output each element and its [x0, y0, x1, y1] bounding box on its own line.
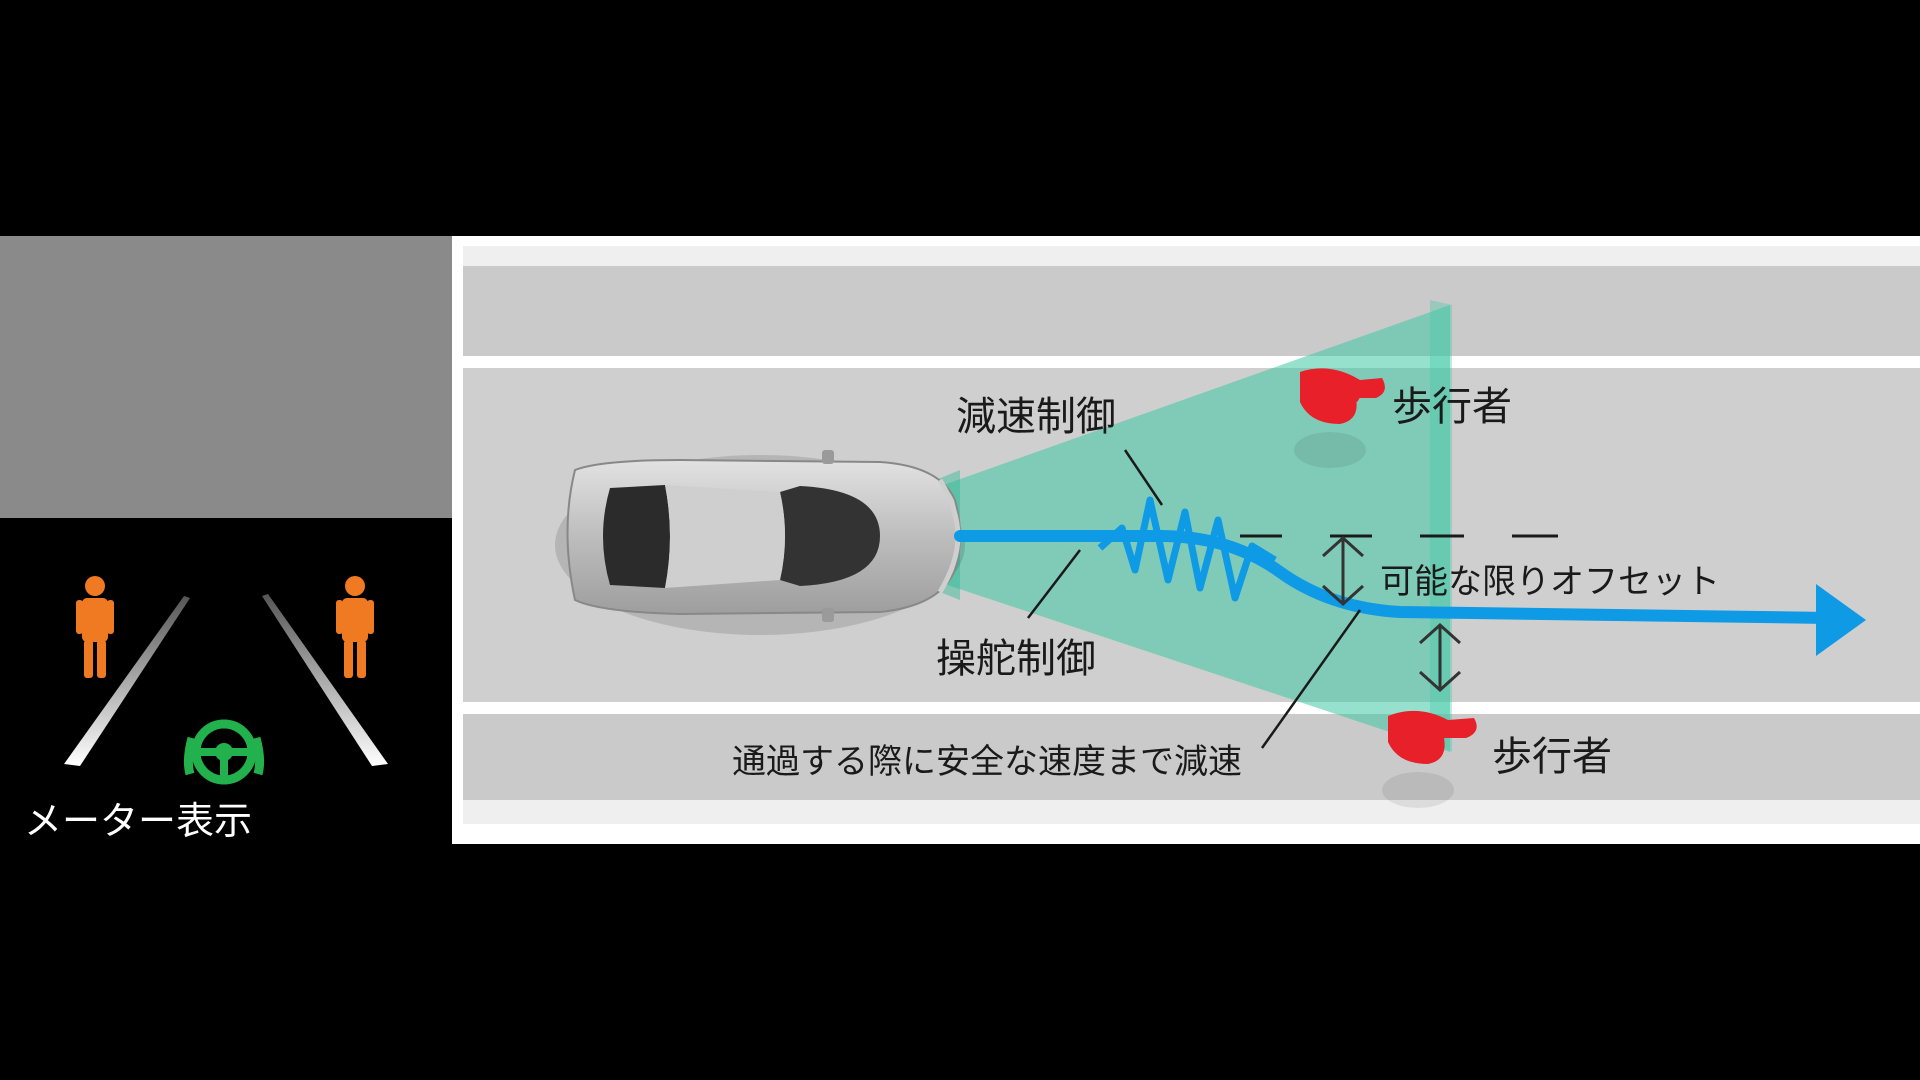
- sidewalk-top: [463, 266, 1920, 356]
- lane-line-bottom: [463, 702, 1920, 714]
- person-icon: [76, 576, 114, 678]
- deceleration-control-label: 減速制御: [956, 394, 1116, 440]
- arrow-right-icon: [1816, 584, 1866, 656]
- car-top-view: [555, 450, 965, 635]
- pedestrian-bottom: [1382, 710, 1477, 808]
- meter-display-label: メーター表示: [24, 799, 253, 843]
- steering-assist-icon: [183, 719, 265, 785]
- sidewalk-bottom: [463, 714, 1920, 800]
- pedestrian-top-label: 歩行者: [1392, 384, 1512, 430]
- road-curb-top: [463, 246, 1920, 266]
- person-icon: [336, 576, 374, 678]
- double-arrow-vertical-icon: [1321, 535, 1462, 693]
- pedestrian-top: [1294, 368, 1385, 468]
- lane-line-top: [463, 356, 1920, 368]
- vehicle-path: [954, 496, 1866, 656]
- meter-panel-top: [0, 236, 452, 518]
- meter-panel: [0, 518, 452, 844]
- pedestrian-bottom-label: 歩行者: [1492, 734, 1612, 780]
- offset-label: 可能な限りオフセット: [1380, 562, 1720, 602]
- road-curb-bottom: [463, 800, 1920, 824]
- slow-down-label: 通過する際に安全な速度まで減速: [732, 742, 1242, 782]
- label-leaders: [1027, 449, 1362, 749]
- steering-control-label: 操舵制御: [936, 636, 1096, 682]
- meter-lane-lines: [64, 594, 388, 766]
